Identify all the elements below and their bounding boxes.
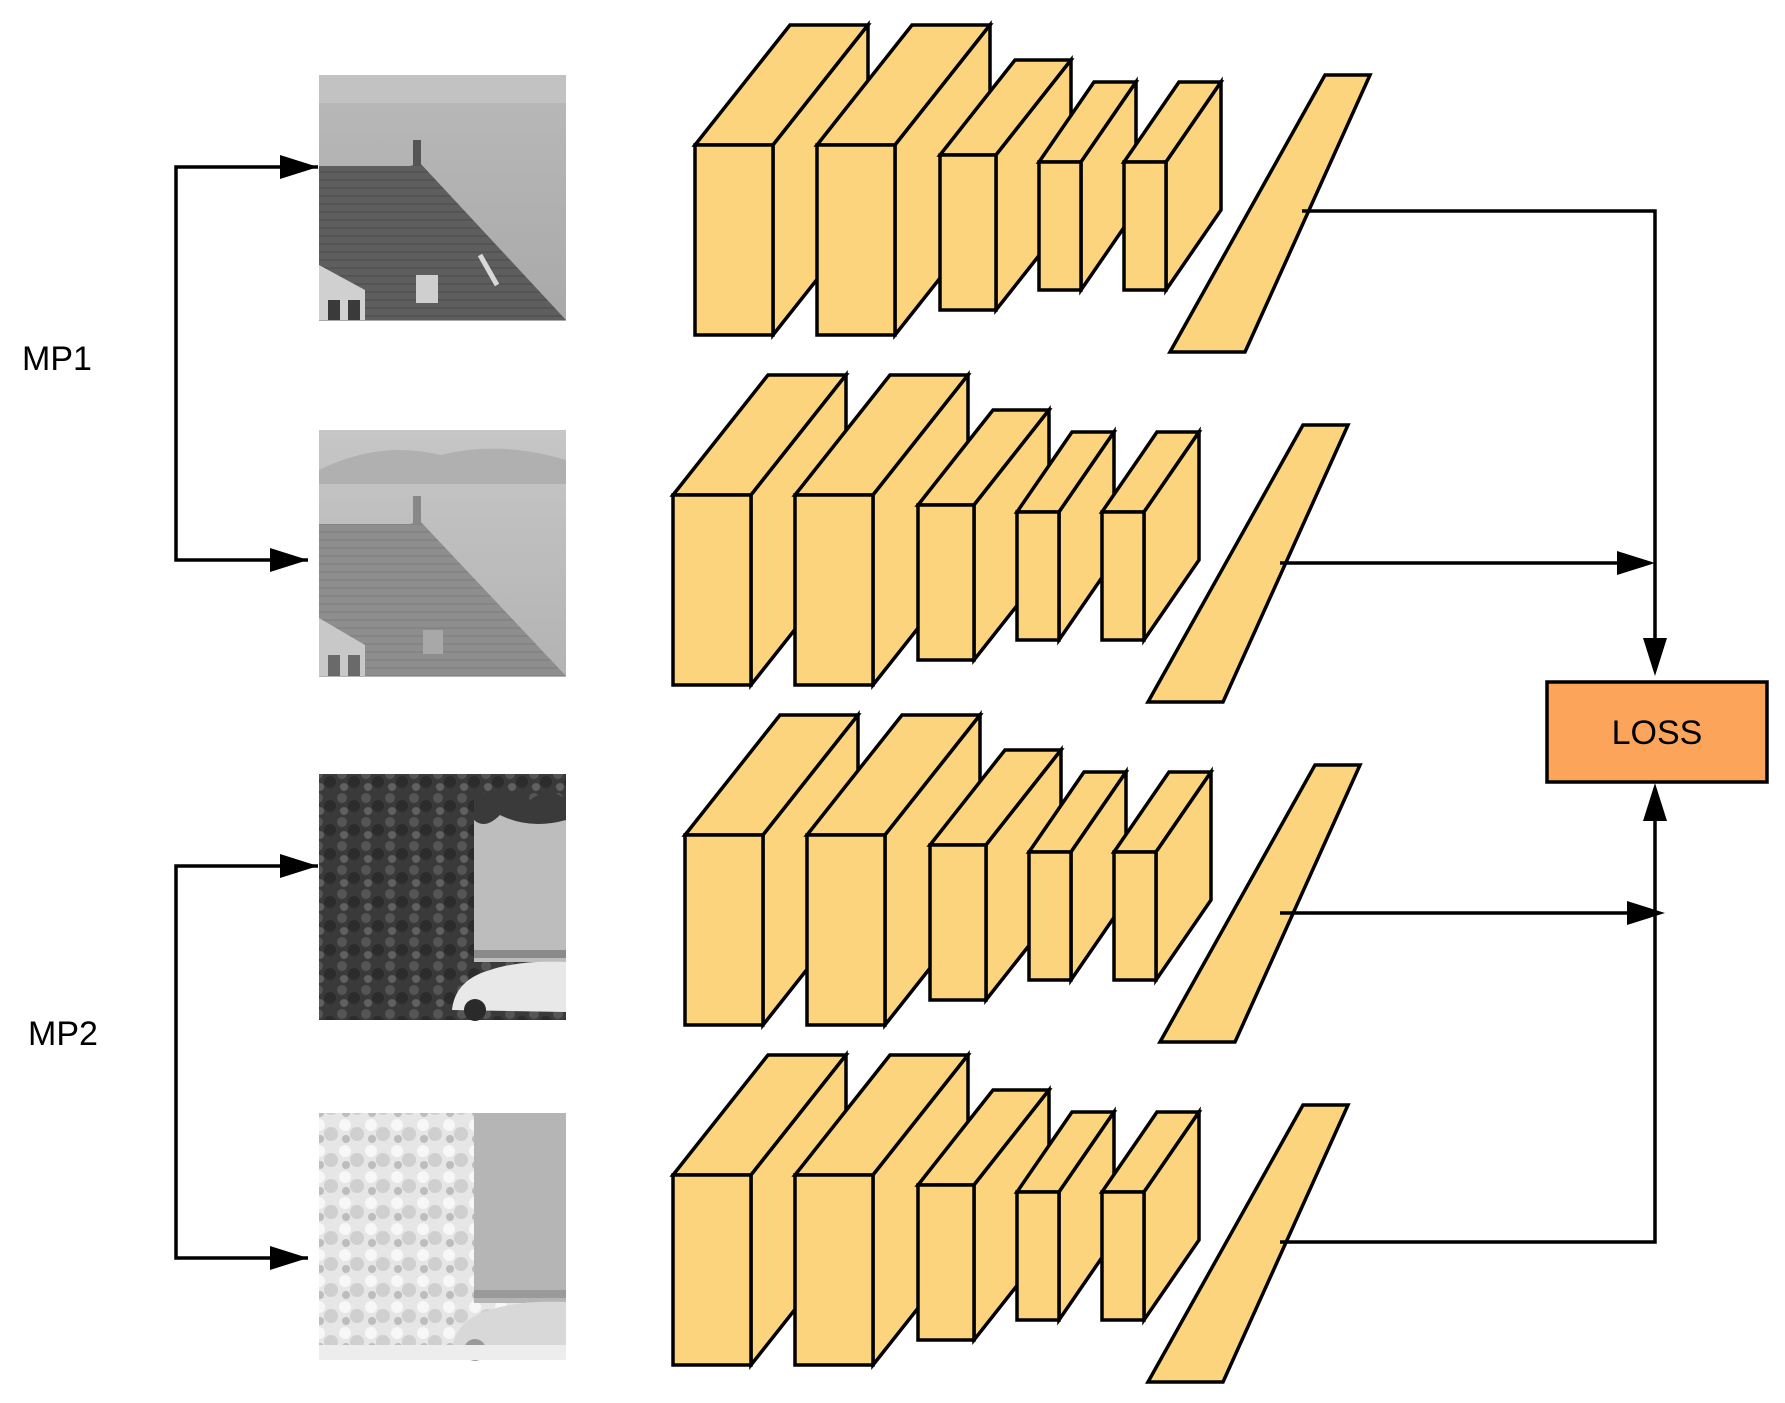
conv-layer-front bbox=[815, 143, 897, 337]
conv-layer-front bbox=[805, 833, 887, 1027]
conv-layer-3 bbox=[926, 744, 1065, 1006]
conv-layer-front bbox=[928, 843, 988, 1002]
mp1-bracket bbox=[174, 155, 318, 572]
feature-vector bbox=[1145, 1103, 1351, 1384]
conv-layer-front bbox=[1122, 160, 1168, 292]
feature-vector bbox=[1145, 423, 1351, 704]
conv-layer-front bbox=[1027, 850, 1073, 982]
conv-layer-front bbox=[1015, 510, 1061, 642]
house-infrared-thumbnail bbox=[319, 430, 566, 677]
conv-layer-front bbox=[938, 153, 998, 312]
conv-layer-front bbox=[671, 1173, 753, 1367]
conv-layer-5 bbox=[1098, 1106, 1203, 1326]
conv-layer-5 bbox=[1120, 76, 1225, 296]
conv-layer-3 bbox=[914, 404, 1053, 666]
trees-car-visible-thumbnail bbox=[319, 774, 566, 1021]
conv-layer-5 bbox=[1098, 426, 1203, 646]
conv-layer-5 bbox=[1110, 766, 1215, 986]
group-label-mp1: MP1 bbox=[22, 340, 92, 378]
group-label-mp2: MP2 bbox=[28, 1015, 98, 1053]
loss-label: LOSS bbox=[1612, 714, 1703, 752]
feature-vector bbox=[1157, 763, 1363, 1044]
conv-layer-3 bbox=[914, 1084, 1053, 1346]
conv-layer-front bbox=[693, 143, 775, 337]
conv-layer-front bbox=[916, 1183, 976, 1342]
loss-connections bbox=[1280, 209, 1667, 1244]
conv-layer-front bbox=[1015, 1190, 1061, 1322]
conv-layer-front bbox=[683, 833, 765, 1027]
conv-layer-front bbox=[793, 1173, 875, 1367]
conv-layer-4 bbox=[1013, 426, 1118, 646]
mp2-bracket bbox=[174, 854, 318, 1270]
network-branch-2 bbox=[669, 369, 1351, 704]
trees-car-infrared-thumbnail bbox=[319, 1113, 566, 1361]
loss-box: LOSS bbox=[1545, 680, 1769, 784]
conv-layer-3 bbox=[936, 54, 1075, 316]
conv-layer-4 bbox=[1035, 76, 1140, 296]
network-branch-3 bbox=[681, 709, 1363, 1044]
conv-layer-front bbox=[1037, 160, 1083, 292]
conv-layer-front bbox=[1112, 850, 1158, 982]
network-branch-1 bbox=[691, 19, 1373, 354]
feature-vector bbox=[1167, 73, 1373, 354]
network-branch-4 bbox=[669, 1049, 1351, 1384]
conv-layer-front bbox=[671, 493, 753, 687]
conv-layer-1 bbox=[691, 19, 872, 341]
conv-layer-front bbox=[793, 493, 875, 687]
conv-layer-front bbox=[916, 503, 976, 662]
network-stacks bbox=[669, 19, 1373, 1384]
conv-layer-4 bbox=[1013, 1106, 1118, 1326]
conv-layer-front bbox=[1100, 1190, 1146, 1322]
house-visible-thumbnail bbox=[319, 75, 566, 321]
conv-layer-front bbox=[1100, 510, 1146, 642]
